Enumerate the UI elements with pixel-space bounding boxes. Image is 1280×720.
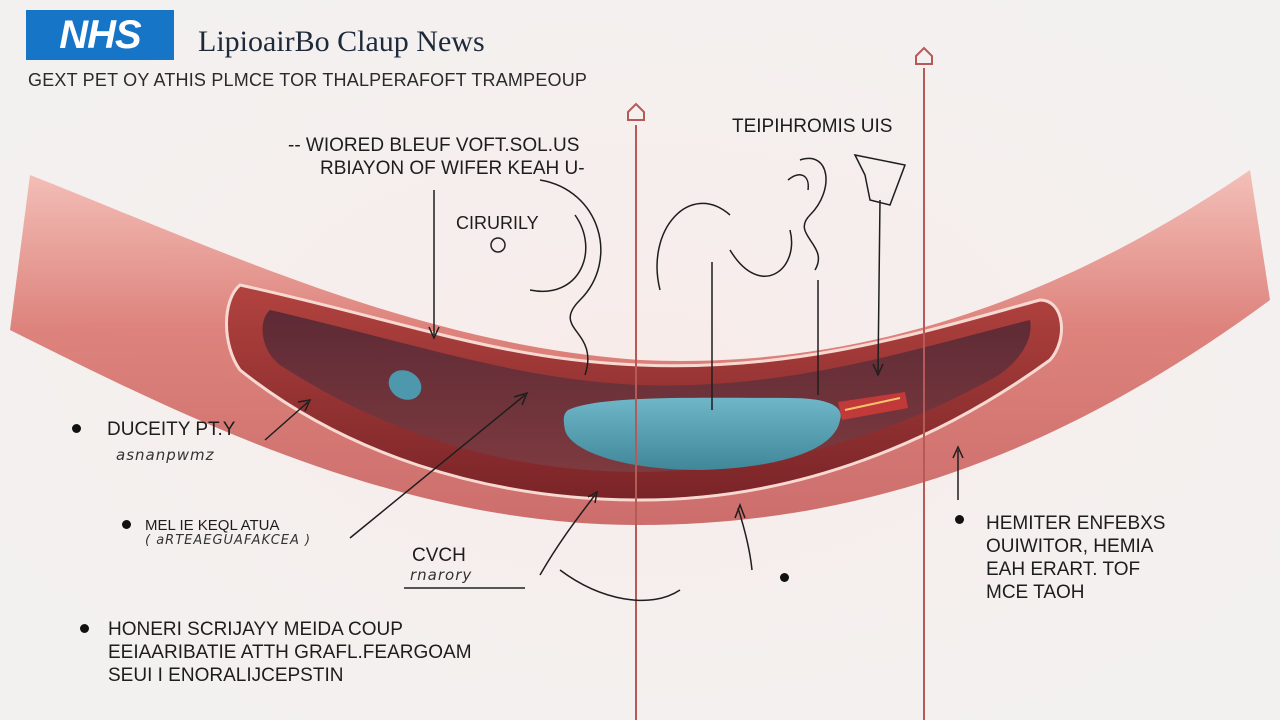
label-left-2-sub: ( aRTEAEGUAFAKCEA ) — [145, 533, 312, 548]
vessel-outer-wall — [10, 170, 1270, 525]
bullet-left-1 — [72, 424, 81, 433]
label-right-line2: OUIWITOR, HEMIA — [986, 536, 1154, 557]
nhs-logo: NHS — [26, 10, 174, 60]
label-bottom-left-line2: EEIAARIBATIE ATTH GRAFL.FEARGOAM — [108, 642, 472, 663]
label-circle: CIRURILY — [456, 213, 539, 233]
plaque-main — [563, 397, 841, 470]
guide-marker-left — [627, 102, 645, 121]
label-right-line4: MCE TAOH — [986, 582, 1085, 603]
tagline: GEXT PET OY ATHIS PLMCE TOR THALPERAFOFT… — [28, 70, 588, 90]
plaque-small — [388, 370, 422, 400]
label-top-left-line2: RBIAYON OF WIFER KEAH U- — [320, 158, 585, 179]
label-left-1-title: DUCEITY PT.Y — [107, 419, 236, 440]
clot-tip — [838, 392, 908, 420]
label-center-bottom-scribble: rnarory — [410, 566, 473, 584]
vessel-lumen — [262, 310, 1031, 472]
bullet-bottom-left — [80, 624, 89, 633]
label-left-1-scribble: asnanpwmz — [116, 446, 215, 464]
leader-lines — [264, 153, 964, 602]
label-bottom-left-line1: HONERI SCRIJAYY MEIDA COUP — [108, 619, 403, 640]
label-top-left-line1: -- WIORED BLEUF VOFT.SOL.US — [288, 135, 580, 156]
circle-marker — [490, 237, 506, 253]
label-bottom-left-line3: SEUI I ENORALIJCEPSTIN — [108, 665, 344, 686]
guide-marker-right — [915, 46, 933, 65]
label-left-2-title: MEL IE KEQL ATUA — [145, 517, 280, 534]
bullet-left-2 — [122, 520, 131, 529]
bullet-right — [955, 515, 964, 524]
clot-highlight — [844, 397, 901, 411]
label-right-line1: HEMITER ENFEBXS — [986, 513, 1166, 534]
label-right-line3: EAH ERART. TOF — [986, 559, 1141, 580]
label-top-right: TEIPIHROMIS UIS — [732, 116, 893, 137]
label-center-bottom: CVCH — [412, 545, 466, 566]
bullet-center — [780, 573, 789, 582]
site-title: LipioairBo Claup News — [198, 25, 485, 58]
